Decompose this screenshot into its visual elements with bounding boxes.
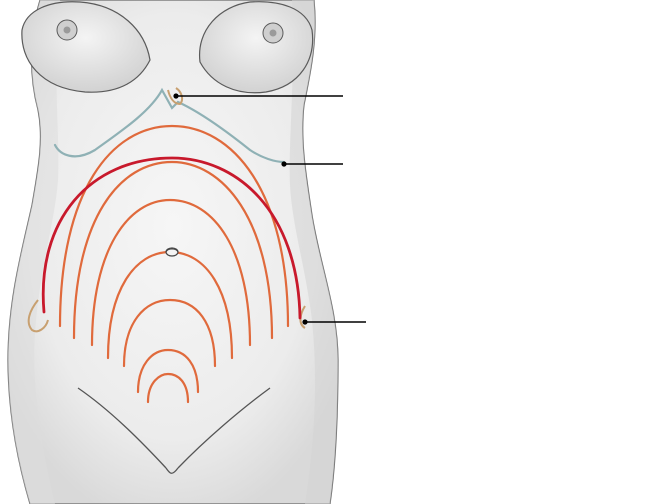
right-groin-line (177, 387, 271, 469)
fundal-contour-5 (90, 198, 252, 347)
fundal-contour-3 (122, 298, 217, 368)
right-breast (199, 1, 314, 94)
pubic-cleft (165, 467, 179, 474)
left-groin-line (77, 387, 167, 469)
leader-lines (176, 95, 366, 323)
leader-dot-costal-margin (281, 161, 287, 167)
left-side-shadow (8, 0, 60, 504)
fundal-contours (58, 124, 290, 404)
navel-fold (165, 248, 179, 253)
right-side-shadow (289, 0, 338, 504)
left-breast (21, 1, 151, 93)
fundal-contour-1 (146, 372, 190, 404)
leader-dot-xiphoid (173, 93, 179, 99)
highlighted-fundal-contour (41, 156, 302, 320)
right-nipple-center (269, 29, 277, 37)
fundal-contour-2 (136, 348, 200, 394)
left-iliac-landmark (27, 299, 49, 333)
left-nipple-center (63, 26, 71, 34)
fundal-contour-7 (58, 124, 290, 328)
leader-dot-iliac (302, 319, 308, 325)
fundal-contour-6 (72, 160, 274, 340)
xiphoid-landmark (167, 87, 184, 106)
costal-margin-line (53, 87, 286, 164)
